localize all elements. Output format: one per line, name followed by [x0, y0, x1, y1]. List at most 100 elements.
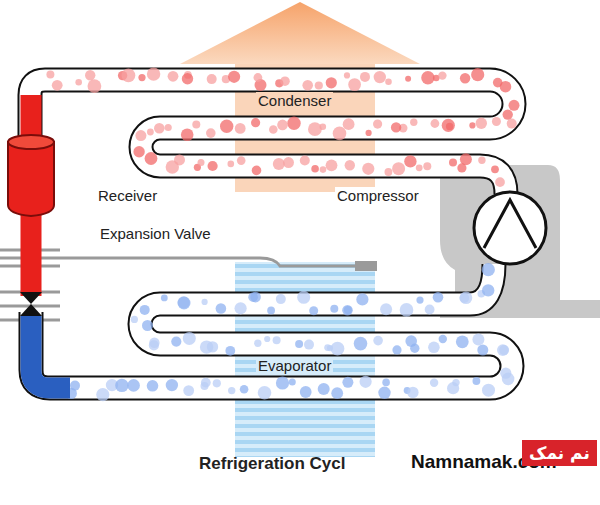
- refrigerant-dot: [300, 386, 312, 398]
- refrigerant-dot: [416, 297, 423, 304]
- cold-band: [235, 262, 375, 457]
- refrigerant-dot: [342, 305, 353, 316]
- refrigerant-dot: [405, 76, 411, 82]
- refrigerant-dot: [356, 293, 368, 305]
- refrigerant-dot: [235, 302, 247, 314]
- refrigerant-dot: [392, 345, 401, 354]
- refrigerant-dot: [374, 71, 386, 83]
- refrigerant-dot: [439, 335, 447, 343]
- refrigerant-dot: [492, 117, 501, 126]
- refrigerant-dot: [452, 379, 459, 386]
- refrigerant-dot: [171, 337, 181, 347]
- refrigerant-dot: [52, 80, 63, 91]
- refrigerant-dot: [254, 340, 261, 347]
- refrigerant-dot: [201, 382, 209, 390]
- refrigerant-dot: [423, 162, 431, 170]
- refrigerant-dot: [478, 157, 485, 164]
- refrigerant-dot: [142, 320, 153, 331]
- refrigerant-dot: [174, 154, 185, 165]
- refrigerant-dot: [165, 124, 172, 131]
- refrigerant-dot: [235, 123, 246, 134]
- refrigerant-dot: [433, 292, 444, 303]
- refrigerant-dot: [330, 305, 338, 313]
- refrigerant-dot: [300, 156, 310, 166]
- refrigerant-dot: [85, 70, 95, 80]
- refrigerant-dot: [421, 71, 434, 84]
- refrigerant-dot: [318, 383, 330, 395]
- refrigerant-dot: [304, 340, 314, 350]
- refrigerant-dot: [276, 376, 289, 389]
- refrigerant-dot: [276, 294, 286, 304]
- refrigerant-dot: [326, 77, 337, 88]
- refrigerant-dot: [250, 292, 261, 303]
- receiver-top: [8, 135, 54, 149]
- refrigerant-dot: [269, 125, 278, 134]
- refrigerant-dot: [178, 297, 191, 310]
- refrigerant-dot: [192, 121, 200, 129]
- refrigerant-dot: [302, 80, 313, 91]
- refrigerant-dot: [360, 376, 372, 388]
- evaporator-tube-outline: [31, 264, 512, 388]
- refrigerant-dot: [430, 379, 438, 387]
- refrigerant-dot: [131, 316, 138, 323]
- refrigerant-dot: [70, 381, 80, 391]
- valve-symbol: [20, 292, 42, 304]
- refrigerant-dot: [283, 157, 294, 168]
- refrigerant-dot: [385, 78, 392, 85]
- refrigerant-dot: [213, 379, 221, 387]
- refrigerant-dot: [297, 291, 310, 304]
- refrigerant-dot: [273, 158, 285, 170]
- refrigerant-dot: [133, 146, 144, 157]
- refrigerant-dot: [373, 120, 382, 129]
- compressor-symbol: [474, 192, 546, 264]
- refrigerant-dot: [503, 109, 513, 119]
- refrigerant-dot: [362, 163, 374, 175]
- part-label: Compressor: [335, 187, 421, 205]
- refrigerant-dot: [473, 377, 481, 385]
- refrigerant-dot: [287, 117, 300, 130]
- part-label: Condenser: [256, 92, 333, 110]
- refrigerant-dot: [320, 166, 327, 173]
- refrigerant-dot: [373, 336, 383, 346]
- refrigerant-dot: [277, 120, 288, 131]
- refrigerant-dot: [216, 303, 227, 314]
- refrigerant-dot: [147, 380, 159, 392]
- refrigerant-dot: [405, 335, 417, 347]
- refrigerant-dot: [88, 79, 102, 93]
- refrigerant-dot: [344, 72, 350, 78]
- refrigerant-dot: [354, 337, 368, 351]
- refrigerant-dot: [343, 118, 355, 130]
- refrigerant-dot: [228, 71, 240, 83]
- refrigerant-dot: [181, 128, 194, 141]
- refrigerant-dot: [391, 122, 401, 132]
- part-label: Expansion Valve: [98, 225, 213, 243]
- refrigerant-dot: [149, 340, 159, 350]
- cold-liquid-line: [31, 316, 70, 388]
- refrigerant-dot: [380, 303, 392, 315]
- refrigerant-dot: [400, 303, 414, 317]
- refrigerant-dot: [200, 340, 213, 353]
- refrigerant-dot: [315, 81, 323, 89]
- refrigerant-dot: [428, 342, 440, 354]
- refrigerant-dot: [289, 378, 296, 385]
- refrigerant-dot: [273, 336, 281, 344]
- refrigerant-dot: [385, 168, 393, 176]
- valve-bulb: [355, 261, 377, 271]
- refrigerant-dot: [220, 120, 233, 133]
- refrigerant-dot: [96, 388, 109, 401]
- refrigerant-dot: [280, 76, 290, 86]
- refrigerant-dot: [183, 385, 194, 396]
- refrigerant-dot: [472, 334, 484, 346]
- refrigerant-dot: [342, 377, 353, 388]
- refrigerant-dot: [254, 73, 263, 82]
- refrigerant-dot: [331, 387, 343, 399]
- refrigerant-dot: [115, 379, 128, 392]
- refrigerant-dot: [407, 387, 418, 398]
- refrigerant-dot: [471, 68, 484, 81]
- valve-symbol: [20, 304, 42, 316]
- refrigerant-dot: [482, 263, 495, 276]
- refrigerant-dot: [345, 160, 355, 170]
- refrigerant-dot: [507, 119, 517, 129]
- compressor-housing: [440, 165, 600, 318]
- refrigerant-dot: [264, 336, 270, 342]
